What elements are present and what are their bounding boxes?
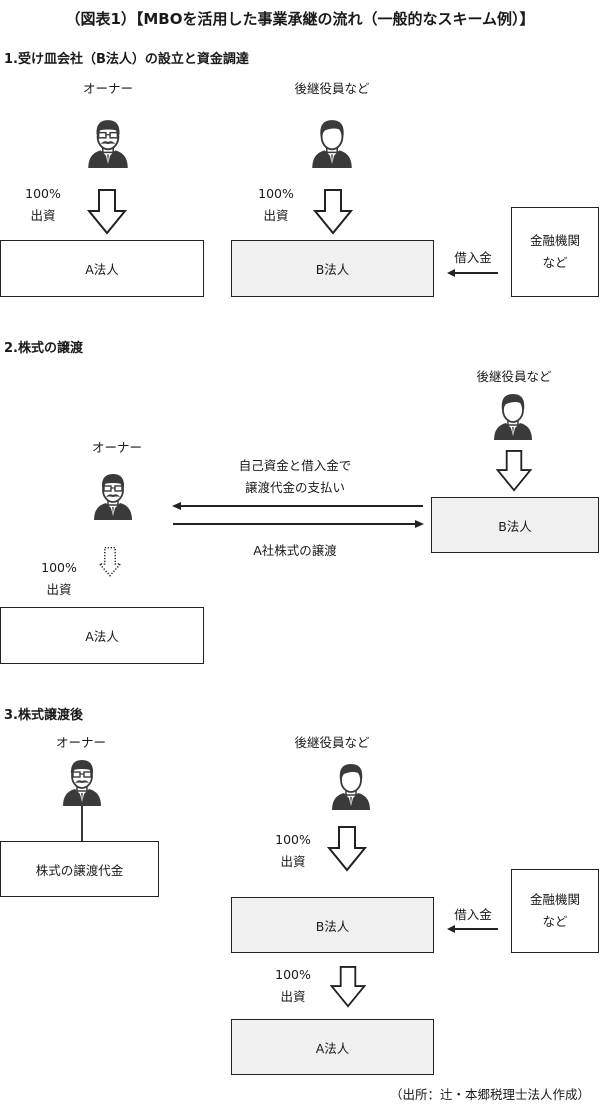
successor-label: 後継役員など	[294, 735, 370, 750]
successor-label: 後継役員など	[476, 369, 552, 384]
source-note: （出所：辻・本郷税理士法人作成）	[389, 1087, 590, 1102]
hollow-down-arrow-icon	[87, 189, 127, 235]
dotted-down-arrow-icon	[97, 543, 123, 581]
successor-investment: 100% 出資	[251, 183, 301, 227]
owner-investment: 100% 出資	[34, 557, 84, 601]
section-2-heading: 2.株式の譲渡	[4, 341, 83, 356]
company-a-label: A法人	[85, 262, 119, 277]
investment-label: 出資	[30, 208, 56, 223]
owner-icon	[82, 116, 134, 168]
lender-box: 金融機関 など	[511, 207, 599, 297]
successor-investment: 100% 出資	[268, 829, 318, 873]
hollow-down-arrow-icon	[494, 450, 534, 492]
figure-title: （図表1）【MBOを活用した事業承継の流れ（一般的なスキーム例）】	[65, 10, 535, 28]
company-b-label: B法人	[498, 518, 532, 534]
company-a-box: A法人	[0, 607, 204, 664]
owner-label: オーナー	[91, 440, 142, 455]
company-a-box: A法人	[0, 240, 204, 297]
investment-label: 出資	[280, 989, 306, 1004]
owner-label: オーナー	[82, 81, 133, 96]
left-arrow-icon	[447, 925, 498, 933]
owner-investment: 100% 出資	[18, 183, 68, 227]
successor-icon	[488, 390, 538, 440]
hollow-down-arrow-icon	[329, 966, 367, 1008]
hollow-down-arrow-icon	[327, 823, 367, 875]
proceeds-box: 株式の譲渡代金	[0, 841, 159, 897]
investment-percent: 100%	[258, 186, 294, 201]
connector-line	[81, 806, 83, 842]
owner-icon	[57, 756, 107, 806]
owner-label: オーナー	[55, 735, 106, 750]
b-investment: 100% 出資	[268, 964, 318, 1008]
successor-icon	[306, 116, 358, 168]
owner-icon	[88, 470, 138, 520]
transfer-label: A社株式の譲渡	[253, 543, 337, 558]
investment-label: 出資	[263, 208, 289, 223]
lender-suffix: など	[542, 914, 568, 929]
section-3-heading: 3.株式譲渡後	[4, 708, 83, 723]
proceeds-label: 株式の譲渡代金	[35, 862, 124, 878]
payment-arrow-icon	[172, 502, 423, 510]
loan-label: 借入金	[454, 907, 492, 922]
lender-suffix: など	[542, 255, 568, 270]
hollow-down-arrow-icon	[313, 189, 353, 235]
payment-label: 自己資金と借入金で 譲渡代金の支払い	[200, 455, 390, 499]
company-b-box: B法人	[231, 897, 434, 953]
company-b-label: B法人	[315, 262, 350, 277]
investment-percent: 100%	[275, 967, 311, 982]
payment-label-line1: 自己資金と借入金で	[238, 458, 352, 473]
investment-label: 出資	[280, 854, 306, 869]
transfer-arrow-icon	[173, 520, 424, 528]
lender-name: 金融機関	[529, 233, 580, 248]
successor-label: 後継役員など	[294, 81, 370, 96]
investment-label: 出資	[46, 582, 72, 597]
company-b-label: B法人	[315, 918, 350, 934]
investment-percent: 100%	[25, 186, 61, 201]
company-a-label: A法人	[85, 629, 119, 644]
investment-percent: 100%	[41, 560, 77, 575]
payment-label-line2: 譲渡代金の支払い	[244, 480, 345, 495]
lender-name: 金融機関	[529, 892, 580, 907]
investment-percent: 100%	[275, 832, 311, 847]
loan-label: 借入金	[454, 250, 492, 265]
company-a-box: A法人	[231, 1019, 434, 1075]
lender-box: 金融機関 など	[511, 869, 599, 953]
company-a-label: A法人	[315, 1040, 350, 1056]
successor-icon	[326, 760, 376, 810]
company-b-box: B法人	[231, 240, 434, 297]
left-arrow-icon	[447, 269, 498, 277]
section-1-heading: 1.受け皿会社（B法人）の設立と資金調達	[4, 52, 249, 67]
company-b-box: B法人	[431, 497, 599, 553]
